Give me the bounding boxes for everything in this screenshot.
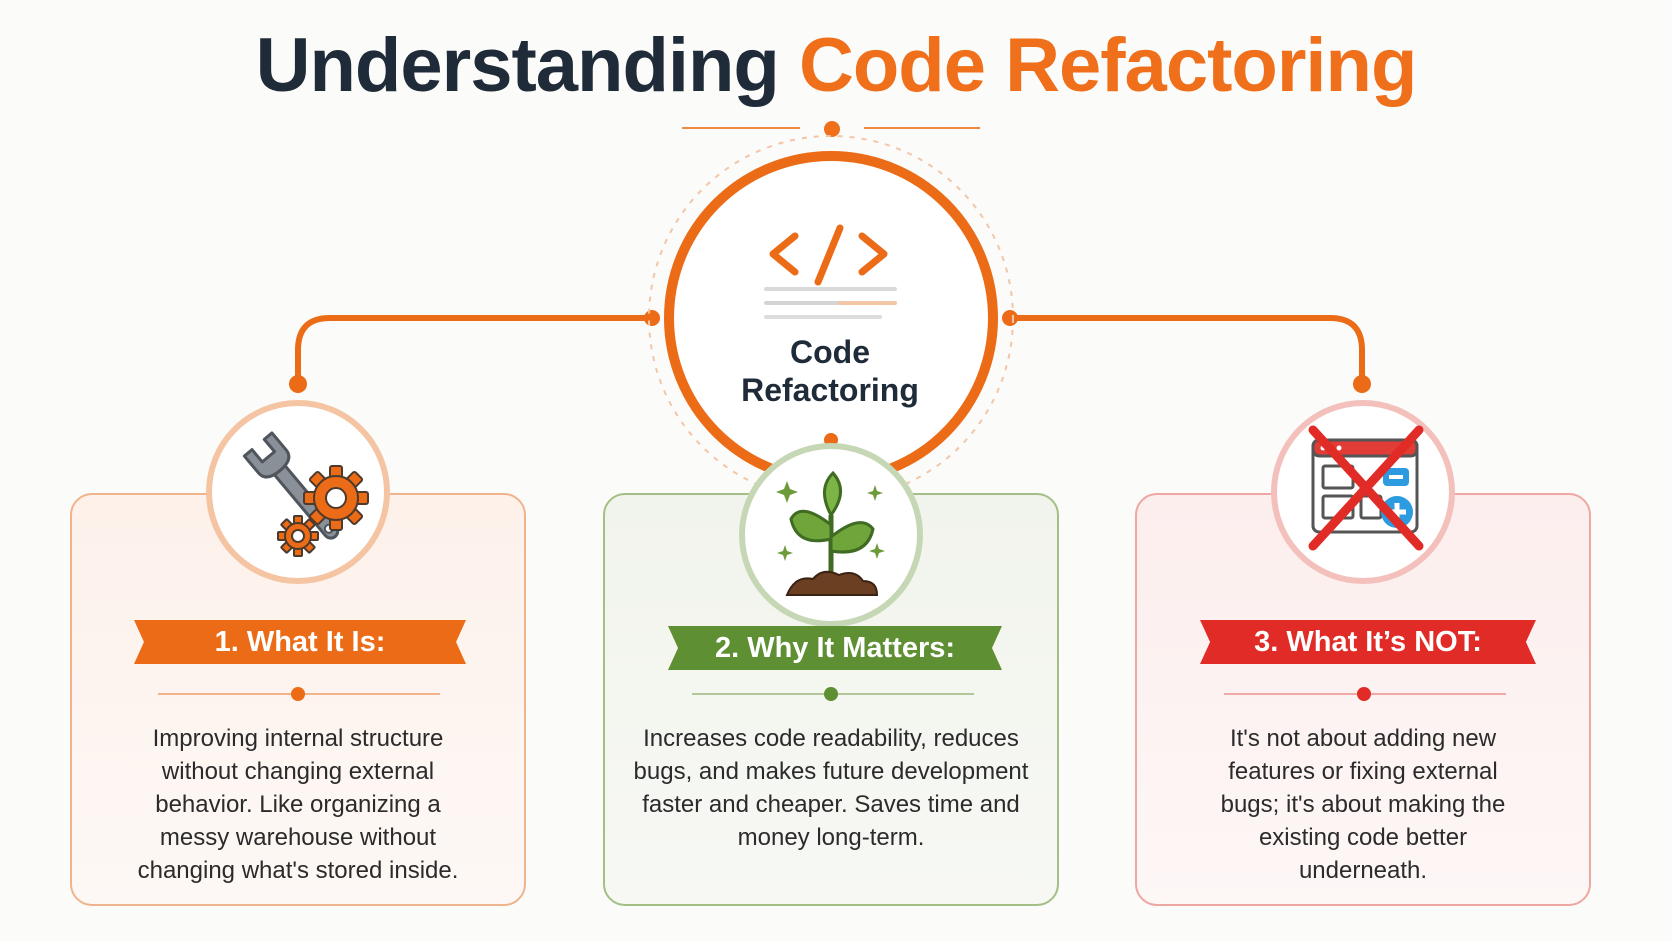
title-part-1: Understanding: [255, 23, 780, 108]
icon-circle-not: [1271, 400, 1455, 584]
center-label: Code Refactoring: [680, 333, 980, 409]
code-brackets-icon: [769, 224, 888, 286]
center-label-line-2: Refactoring: [741, 372, 919, 408]
wrench-gears-icon: [242, 431, 369, 557]
heading-why-it-matters: 2. Why It Matters:: [668, 626, 1002, 670]
center-label-line-1: Code: [790, 334, 870, 370]
connector-left: [295, 315, 652, 384]
heading-what-it-is: 1. What It Is:: [134, 620, 466, 664]
sprout-icon: [776, 470, 885, 596]
title-ornament: [682, 121, 980, 137]
title-part-2: Code Refactoring: [798, 23, 1417, 108]
divider-dot-what: [291, 687, 305, 701]
icon-circle-why: [739, 443, 923, 627]
divider-dot-not: [1357, 687, 1371, 701]
page-title: Understanding Code Refactoring: [0, 18, 1672, 114]
connector-right: [1010, 315, 1365, 384]
text-what-its-not: It's not about adding new features or fi…: [1220, 725, 1506, 884]
text-why-it-matters: Increases code readability, reduces bugs…: [633, 725, 1029, 851]
heading-what-its-not: 3. What It’s NOT:: [1200, 620, 1536, 664]
text-what-it-is: Improving internal structure without cha…: [137, 725, 459, 884]
icon-circle-what: [206, 400, 390, 584]
code-lines-icon: [764, 287, 897, 319]
divider-dot-why: [824, 687, 838, 701]
crossed-out-features-icon: [1308, 425, 1424, 551]
